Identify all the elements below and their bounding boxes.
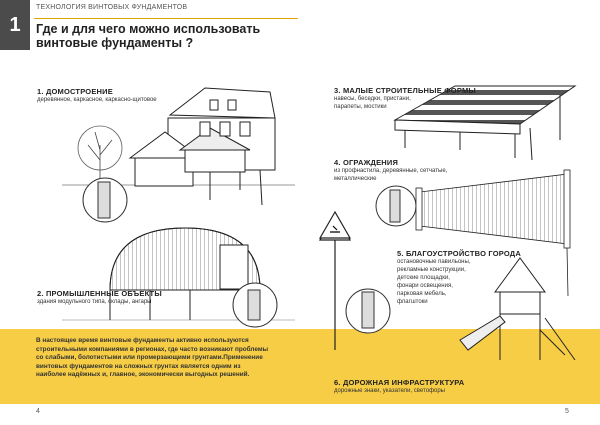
section-city-improvement: 5. БЛАГОУСТРОЙСТВО ГОРОДА остановочные п… <box>397 249 521 306</box>
section-title: 1. ДОМОСТРОЕНИЕ <box>37 87 113 96</box>
section-title: 2. ПРОМЫШЛЕННЫЕ ОБЪЕКТЫ <box>37 289 162 298</box>
page-number-right: 5 <box>565 408 569 415</box>
section-fences: 4. ОГРАЖДЕНИЯ из профнастила, деревянные… <box>334 158 447 183</box>
section-description: деревянное, каркасное, каркасно-щитовое <box>37 97 157 103</box>
page-title-line-1: Где и для чего можно использовать <box>36 22 261 36</box>
section-title: 6. ДОРОЖНАЯ ИНФРАСТРУКТУРА <box>334 378 465 387</box>
section-description: фонари освещения, <box>397 283 453 289</box>
section-description: флагштоки <box>397 299 428 305</box>
section-small-forms: 3. МАЛЫЕ СТРОИТЕЛЬНЫЕ ФОРМЫ навесы, бесе… <box>334 86 476 111</box>
info-band-line: со слабыми, болотистыми или промерзающим… <box>36 354 263 362</box>
info-band-text: В настоящее время винтовые фундаменты ак… <box>36 337 311 380</box>
header-divider <box>34 18 298 19</box>
section-title: 4. ОГРАЖДЕНИЯ <box>334 158 399 167</box>
section-description: остановочные павильоны, <box>397 259 471 265</box>
fence-icon <box>415 169 571 297</box>
section-description: парапеты, мостики <box>334 104 387 110</box>
info-band-line: винтовых фундаментов на сложных грунтах … <box>36 362 241 370</box>
house-icon <box>128 87 276 206</box>
info-band-line: В настоящее время винтовые фундаменты ак… <box>36 337 249 344</box>
section-road-infrastructure: 6. ДОРОЖНАЯ ИНФРАСТРУКТУРА дорожные знак… <box>334 378 464 395</box>
info-band-line: наиболее надёжных и, главное, экономичес… <box>36 371 250 379</box>
section-description: парковая мебель, <box>397 291 447 297</box>
road-sign-icon <box>318 210 352 350</box>
info-band-line: строительными компаниями в регионах, где… <box>36 345 269 353</box>
section-description: металлические <box>334 176 377 182</box>
section-title: 3. МАЛЫЕ СТРОИТЕЛЬНЫЕ ФОРМЫ <box>334 86 476 95</box>
page-title-line-2: винтовые фундаменты ? <box>36 36 194 50</box>
pier-deck-icon <box>393 85 577 161</box>
section-title: 5. БЛАГОУСТРОЙСТВО ГОРОДА <box>397 249 521 258</box>
screw-pile-detail-icon <box>82 177 417 334</box>
playground-icon <box>459 257 576 361</box>
tree-icon <box>77 125 123 185</box>
section-description: детские площадки, <box>397 275 450 281</box>
chapter-number: 1 <box>0 0 30 50</box>
section-description: навесы, беседки, пристани, <box>334 96 411 102</box>
page-number-left: 4 <box>36 408 40 415</box>
section-label: ТЕХНОЛОГИЯ ВИНТОВЫХ ФУНДАМЕНТОВ <box>36 4 188 11</box>
page-title: Где и для чего можно использовать винтов… <box>36 22 276 50</box>
section-industrial: 2. ПРОМЫШЛЕННЫЕ ОБЪЕКТЫ здания модульног… <box>37 289 162 306</box>
section-description: дорожные знаки, указатели, светофоры <box>334 388 445 394</box>
hangar-icon <box>109 227 261 320</box>
section-description: здания модульного типа, склады, ангары <box>37 299 152 305</box>
section-description: из профнастила, деревянные, сетчатые, <box>334 168 448 174</box>
section-housing: 1. ДОМОСТРОЕНИЕ деревянное, каркасное, к… <box>37 87 157 104</box>
section-description: рекламные конструкции, <box>397 267 466 273</box>
